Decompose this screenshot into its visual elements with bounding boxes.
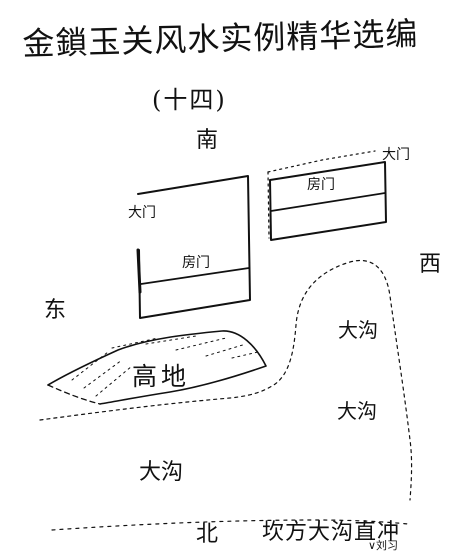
ditch-boundary-east-north (39, 260, 413, 501)
building-left-divider (140, 267, 250, 285)
corner-mark-label: ∨刘习 (368, 539, 399, 552)
right-room-door-label: 房门 (307, 177, 335, 193)
building-right-dotted-side (267, 171, 270, 239)
ditch-label-2: 大沟 (337, 399, 377, 423)
direction-west-label: 西 (419, 252, 442, 277)
direction-south-label: 南 (196, 128, 219, 153)
direction-east-label: 东 (44, 298, 67, 323)
building-right-outline (269, 161, 387, 241)
right-main-door-label: 大门 (382, 147, 410, 163)
building-right-dotted-top (267, 150, 376, 173)
high-ground-dashed-edge (47, 384, 101, 405)
building-left-outline (137, 175, 251, 319)
left-main-door-label: 大门 (128, 205, 156, 221)
ditch-label-3: 大沟 (139, 460, 184, 485)
bottom-note-label: 坎方大沟直冲 (262, 520, 401, 545)
high-ground-hatch (71, 335, 259, 397)
high-ground-outline (47, 330, 267, 405)
ditch-label-1: 大沟 (338, 318, 378, 342)
building-left-gate-mark (136, 248, 142, 294)
page-title: 金鎖玉关风水实例精华选编 (21, 14, 419, 63)
building-right-divider (270, 192, 386, 212)
left-room-door-label: 房门 (182, 255, 210, 271)
high-ground-label: 高地 (132, 362, 191, 391)
page-subtitle: (十四) (152, 86, 227, 114)
ditch-boundary-south (51, 519, 409, 531)
direction-north-label: 北 (196, 522, 219, 547)
